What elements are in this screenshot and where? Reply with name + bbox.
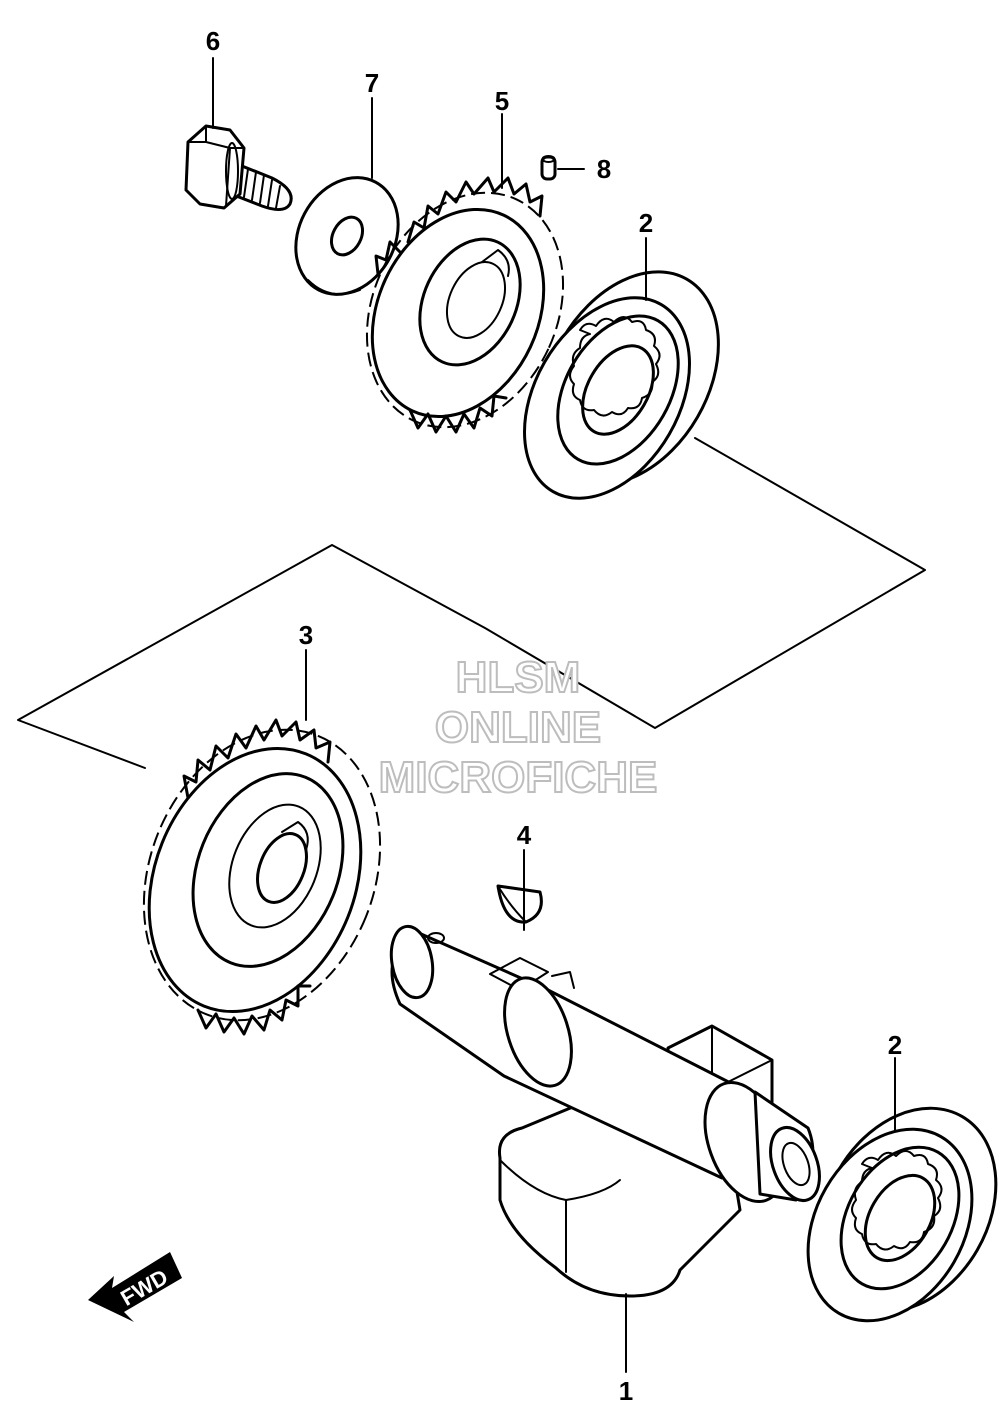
part-4-key[interactable] (496, 884, 543, 924)
callout-2-top: 2 (639, 208, 653, 238)
callout-7: 7 (365, 68, 379, 98)
part-8-pin[interactable] (540, 155, 557, 181)
callout-8: 8 (597, 154, 611, 184)
callout-5: 5 (495, 86, 509, 116)
watermark-line-3: MICROFICHE (379, 753, 658, 802)
part-6-bolt[interactable] (184, 124, 293, 211)
callout-6: 6 (206, 26, 220, 56)
watermark-line-1: HLSM (456, 653, 581, 702)
leader-lines (212, 57, 896, 1373)
part-7-washer[interactable] (276, 160, 418, 313)
callout-1: 1 (619, 1376, 633, 1406)
part-2-bearing-top[interactable] (491, 240, 755, 527)
part-2-bearing-bottom[interactable] (775, 1076, 1000, 1350)
arrow-left-down-icon (88, 1252, 182, 1322)
callout-labels: 6 7 5 8 2 3 4 2 1 (206, 26, 902, 1406)
callout-4: 4 (517, 820, 532, 850)
watermark-line-2: ONLINE (435, 703, 601, 752)
callout-2-bottom: 2 (888, 1030, 902, 1060)
fwd-direction-indicator: FWD (88, 1252, 182, 1322)
part-1-shaft[interactable] (386, 923, 829, 1298)
part-3-gear[interactable] (102, 694, 422, 1056)
part-5-gear[interactable] (330, 161, 600, 460)
assembly-outline (17, 437, 926, 769)
callout-3: 3 (299, 620, 313, 650)
watermark: HLSM ONLINE MICROFICHE (378, 652, 659, 803)
